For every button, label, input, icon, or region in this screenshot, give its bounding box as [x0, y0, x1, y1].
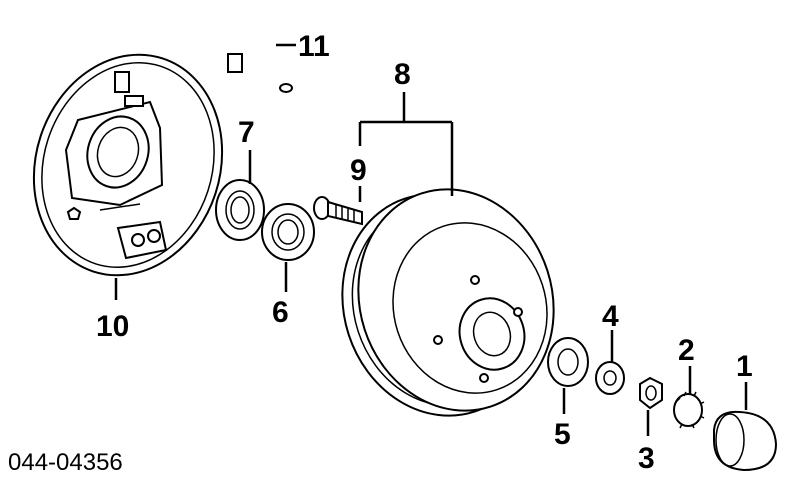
drawing-code: 044-04356 — [8, 449, 123, 476]
backing-plate-part-10 — [32, 53, 224, 277]
grease-cap-part-1 — [713, 410, 778, 472]
callout-11: 11 — [298, 30, 330, 63]
callout-labels: 11 8 7 9 6 10 4 2 1 5 3 — [96, 30, 753, 475]
callout-4: 4 — [602, 300, 619, 333]
callout-5: 5 — [554, 418, 571, 451]
callout-1: 1 — [736, 350, 753, 383]
brake-drum-part-8 — [341, 188, 555, 417]
callout-9: 9 — [350, 154, 367, 187]
oil-seal-part-7 — [215, 179, 265, 241]
brake-hose-part-11 — [227, 39, 293, 93]
bearing-part-6 — [261, 203, 315, 261]
hub-bolt-part-9 — [313, 196, 363, 226]
callout-2: 2 — [678, 334, 695, 367]
callout-10: 10 — [96, 310, 129, 343]
callout-8: 8 — [394, 58, 411, 91]
washer-part-4 — [595, 361, 625, 395]
leader-lines — [114, 43, 748, 436]
nut-part-3 — [639, 376, 663, 410]
outer-bearing-part-5 — [547, 337, 589, 387]
callout-6: 6 — [272, 296, 289, 329]
lock-cap-part-2 — [673, 391, 705, 429]
callout-3: 3 — [638, 442, 655, 475]
callout-7: 7 — [238, 116, 255, 149]
